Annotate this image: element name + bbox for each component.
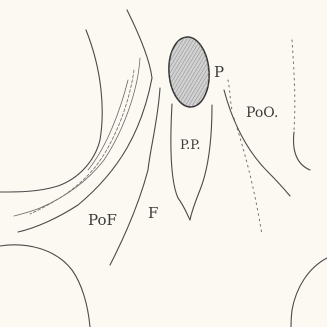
label-p: P [214,63,224,81]
pp-region-left [171,104,190,220]
fold-texture [14,58,140,216]
left-outer-contour [0,30,102,192]
fold-texture-2 [30,70,134,214]
bottom-left-contour [0,245,90,327]
pp-region-right [190,105,212,220]
bottom-right-contour [291,258,327,327]
right-contour [294,132,310,170]
label-poo: PoO. [246,105,278,121]
label-pp: P.P. [180,138,201,153]
label-f: F [148,204,158,222]
label-pof: PoF [88,211,117,229]
dotted-line-1 [234,118,262,235]
dotted-line-2 [292,40,295,130]
left-fold-contour [18,10,152,232]
